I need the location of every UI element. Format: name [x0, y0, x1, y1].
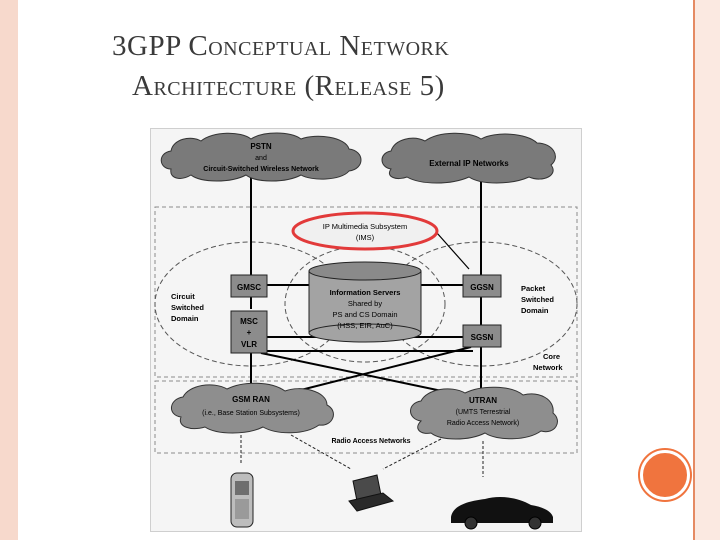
information-servers: Information Servers Shared by PS and CS … [308, 261, 422, 343]
external-ip-cloud-shape [381, 132, 556, 184]
packet-label-2: Switched [521, 295, 554, 304]
external-ip-label: External IP Networks [429, 159, 509, 168]
pstn-label: PSTN [250, 142, 272, 151]
gmsc-node: GMSC [230, 274, 268, 298]
utran-sub-1: (UMTS Terrestrial [456, 409, 511, 416]
ims-label: IP Multimedia Subsystem [323, 222, 407, 231]
gsm-ran-cloud-shape [171, 382, 334, 434]
car-wheel-front [464, 516, 478, 530]
laptop-base [348, 492, 395, 512]
msc-node: MSC + VLR [230, 310, 268, 354]
info-servers-body [308, 270, 422, 334]
link-ims-ggsn [436, 232, 470, 270]
vlr-label: VLR [241, 340, 257, 349]
ggsn-label: GGSN [470, 283, 494, 292]
wireless-links [240, 434, 484, 477]
ggsn-node: GGSN [462, 274, 502, 298]
core-network-region [154, 206, 578, 378]
msc-label: MSC [240, 317, 258, 326]
phone-keypad [235, 499, 249, 519]
info-hss-label: (HSS, EIR, AuC) [337, 321, 393, 330]
info-servers-top [308, 261, 422, 281]
ims-highlight-ellipse [291, 211, 439, 251]
laptop-icon [348, 474, 395, 512]
msc-plus: + [247, 328, 252, 337]
car-wheel-rear [528, 516, 542, 530]
phone-screen [235, 481, 249, 495]
diagram-svg: PSTN and Circuit-Switched Wireless Netwo… [154, 132, 578, 530]
link-utran-laptop [382, 438, 442, 470]
sgsn-node: SGSN [462, 324, 502, 348]
left-frame-band [0, 0, 18, 540]
slide-title: 3GPP Conceptual Network Architecture (Re… [112, 26, 632, 106]
utran-label: UTRAN [469, 396, 497, 405]
core-label-2: Network [533, 363, 563, 372]
msc-box [230, 310, 268, 354]
utran-cloud: UTRAN (UMTS Terrestrial Radio Access Net… [410, 386, 558, 440]
radio-access-label: Radio Access Networks [331, 438, 410, 445]
title-line-2: Architecture (Release 5) [132, 70, 445, 102]
title-line-1: 3GPP Conceptual Network [112, 30, 450, 62]
right-frame-band [694, 0, 720, 540]
car-body [451, 497, 553, 523]
decorative-orange-dot [640, 450, 690, 500]
info-shared-label: Shared by [348, 299, 382, 308]
gmsc-label: GMSC [237, 283, 261, 292]
utran-sub-2: Radio Access Network) [447, 420, 519, 427]
car-icon [451, 497, 553, 530]
circuit-label-3: Domain [171, 314, 199, 323]
domain-labels: Circuit Switched Domain Packet Switched … [171, 284, 563, 372]
ims-abbrev: (IMS) [356, 233, 375, 242]
circuit-label-2: Switched [171, 303, 204, 312]
info-servers-bottom [308, 323, 422, 343]
gsm-ran-label: GSM RAN [232, 395, 270, 404]
circuit-label-1: Circuit [171, 292, 195, 301]
pstn-cloud: PSTN and Circuit-Switched Wireless Netwo… [160, 132, 362, 182]
link-sgsn-gsmran [280, 346, 472, 396]
gsm-ran-cloud: GSM RAN (i.e., Base Station Subsystems) [171, 382, 334, 434]
radio-access-region [154, 380, 578, 454]
shared-domain-ellipse [284, 245, 446, 363]
network-architecture-diagram: PSTN and Circuit-Switched Wireless Netwo… [150, 128, 582, 532]
pstn-and-label: and [255, 155, 267, 162]
pstn-network-label: Circuit-Switched Wireless Network [203, 166, 319, 173]
core-label-1: Core [543, 352, 560, 361]
ggsn-box [462, 274, 502, 298]
link-gsm-laptop [290, 434, 352, 470]
gsm-ran-sub: (i.e., Base Station Subsystems) [202, 410, 300, 417]
utran-cloud-shape [410, 386, 558, 440]
info-domain-label: PS and CS Domain [332, 310, 397, 319]
info-servers-label: Information Servers [330, 288, 401, 297]
gmsc-box [230, 274, 268, 298]
pstn-cloud-shape [160, 132, 362, 182]
packet-label-3: Domain [521, 306, 549, 315]
packet-label-1: Packet [521, 284, 546, 293]
right-frame-line [693, 0, 695, 540]
mobile-phone-icon [230, 472, 254, 528]
external-ip-cloud: External IP Networks [381, 132, 556, 184]
sgsn-box [462, 324, 502, 348]
ims-box: IP Multimedia Subsystem (IMS) [291, 211, 439, 251]
sgsn-label: SGSN [471, 333, 494, 342]
